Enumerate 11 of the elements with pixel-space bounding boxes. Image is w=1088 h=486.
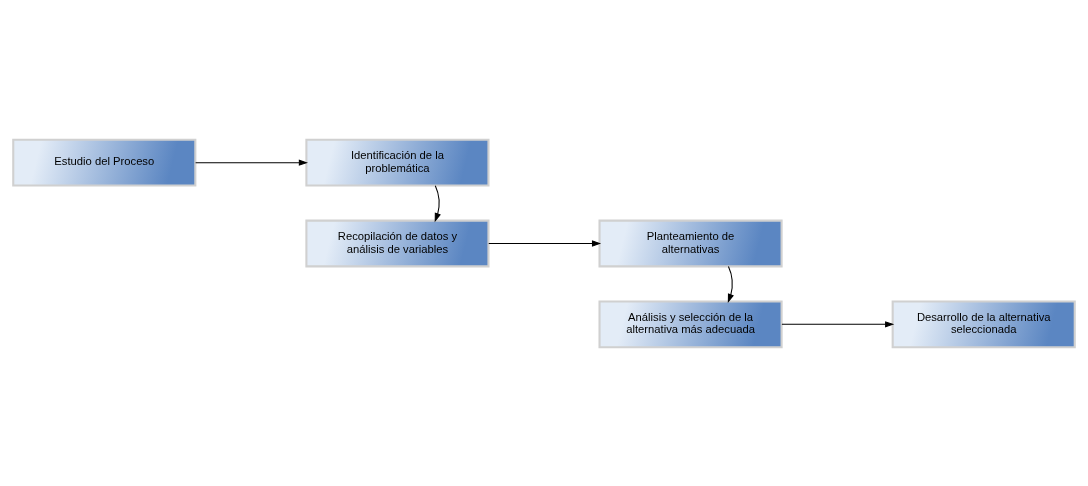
node-box: Análisis y selección de la alternativa más adecuada xyxy=(598,299,783,348)
node-box: Desarrollo de la alternativa seleccionada xyxy=(891,299,1076,348)
arrow xyxy=(781,320,895,328)
node-box: Identificación de la problemática xyxy=(305,138,490,187)
node-box: Estudio del Proceso xyxy=(12,138,197,187)
node-box: Recopilación de datos y análisis de variables xyxy=(305,219,490,267)
arrow xyxy=(195,158,308,166)
arrow xyxy=(727,265,734,303)
node-box: Planteamiento de alternativas xyxy=(598,219,783,267)
arrow xyxy=(488,239,602,247)
arrow xyxy=(434,184,441,222)
